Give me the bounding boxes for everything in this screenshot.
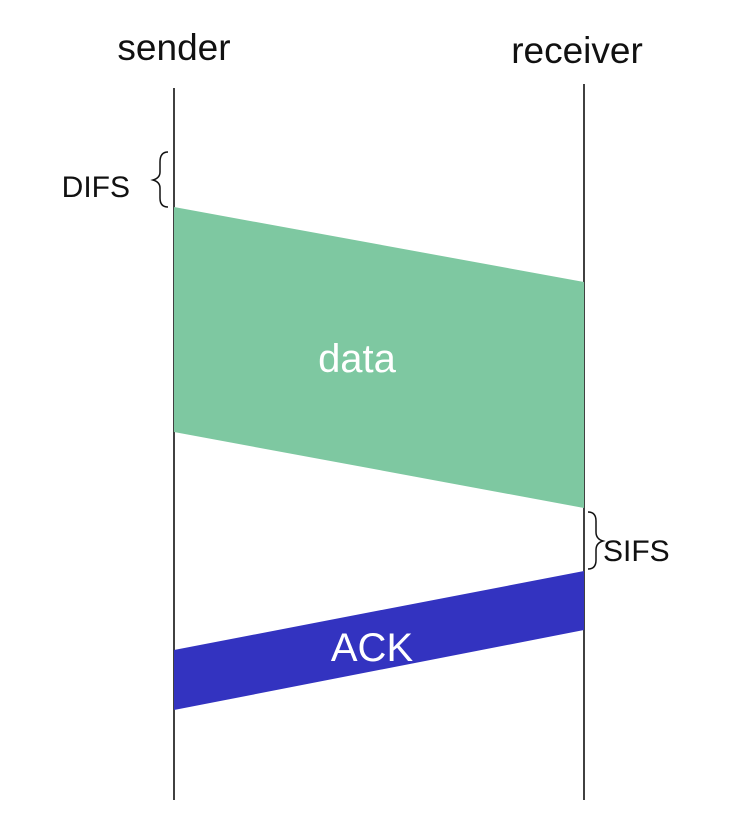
- difs-label: DIFS: [62, 171, 130, 204]
- data-frame-label: data: [318, 337, 397, 381]
- sifs-brace: [587, 511, 606, 570]
- ack-frame-label: ACK: [331, 626, 414, 670]
- sifs-label: SIFS: [603, 535, 670, 568]
- ack-frame: [174, 571, 584, 710]
- difs-brace: [150, 151, 169, 208]
- data-frame: [174, 207, 584, 508]
- receiver-label: receiver: [511, 30, 643, 71]
- sender-label: sender: [117, 27, 230, 68]
